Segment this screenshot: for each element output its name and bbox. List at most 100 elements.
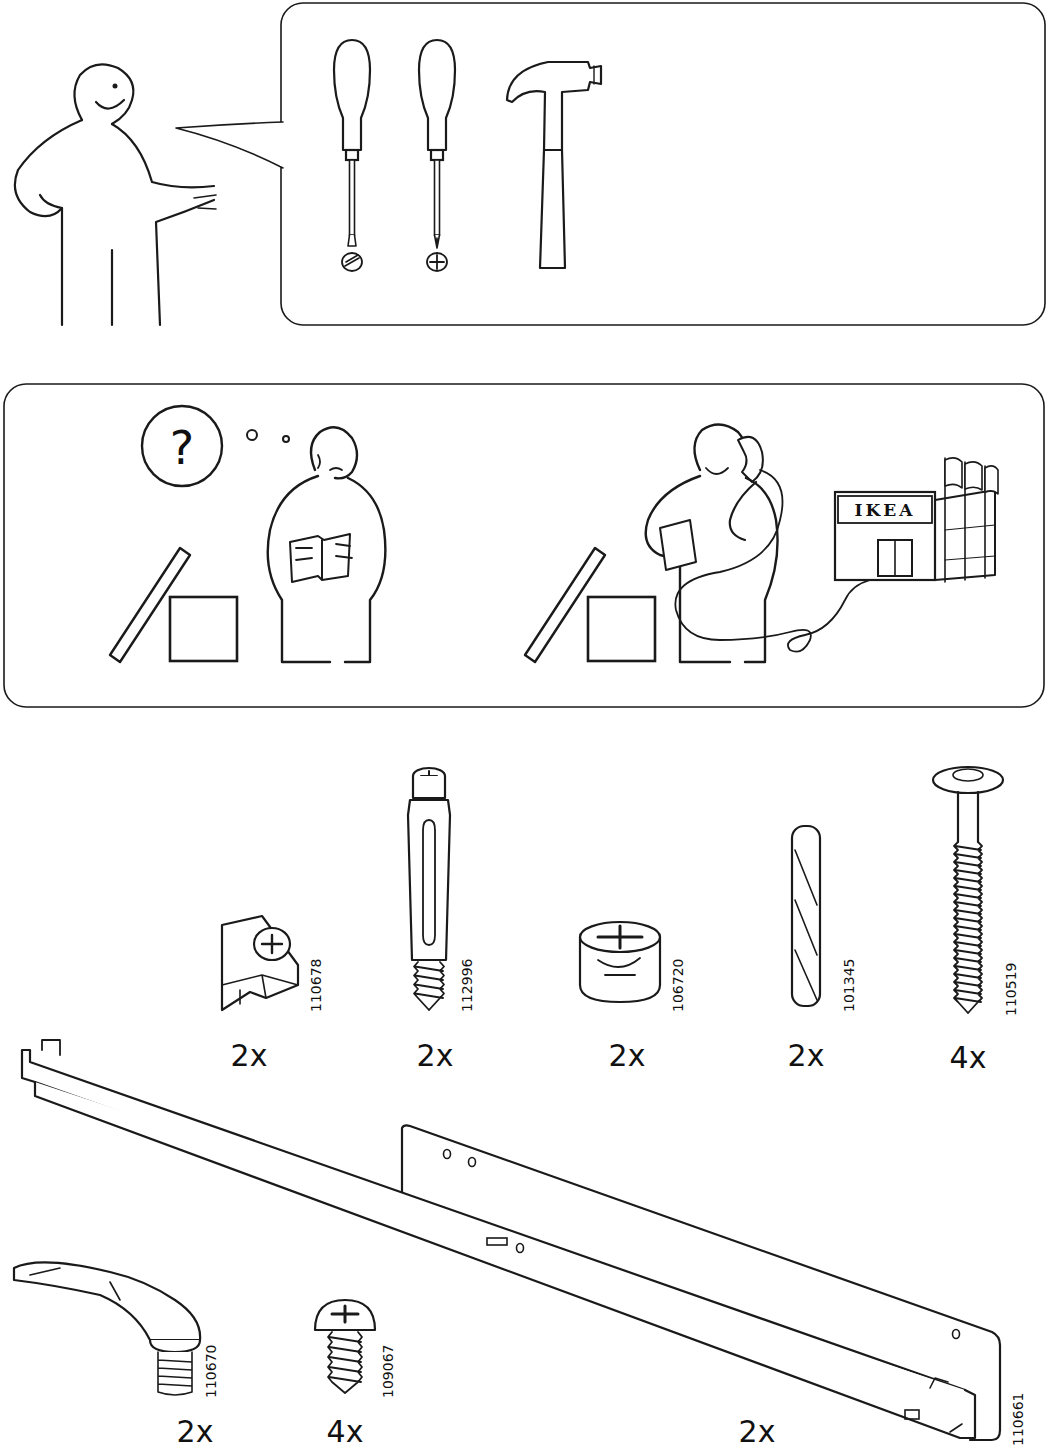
thinking-face (318, 455, 342, 470)
phone-body (646, 476, 778, 662)
phone-arm (730, 482, 756, 540)
phone-handset (738, 437, 763, 482)
rail-lower (35, 1082, 975, 1438)
slot-line (345, 255, 359, 266)
rail-slot (487, 1238, 507, 1245)
person-body (15, 120, 214, 325)
rail-hole (444, 1150, 451, 1159)
phone-face (706, 468, 728, 474)
store-sign (838, 496, 932, 523)
screwdriver-tip (435, 235, 440, 248)
quantity: 4x (327, 1417, 364, 1447)
rail-hole (517, 1244, 524, 1253)
cam-top (580, 922, 660, 952)
bolt-head (413, 776, 445, 798)
speech-pointer (176, 122, 283, 168)
cross-symbol (427, 253, 447, 271)
screw-head-dome (953, 769, 983, 781)
pan-screw-thread (328, 1332, 362, 1393)
screwdriver-shaft (350, 160, 355, 235)
cam-wedge-cross (262, 935, 282, 953)
rail-slot (905, 1410, 919, 1419)
dowel-grooves (795, 850, 817, 1000)
part-number: 101345 (842, 959, 856, 1012)
cam-wedge-screw (254, 928, 290, 960)
part-number: 109067 (381, 1345, 395, 1398)
motion-lines (194, 195, 216, 209)
cam-cross (598, 926, 642, 948)
store-door-split (894, 540, 896, 576)
person-eye (113, 84, 118, 89)
help-panel (4, 384, 1044, 707)
leveler-thread (158, 1352, 192, 1395)
quantity: 2x (177, 1417, 214, 1447)
leveler (14, 1262, 200, 1340)
leveler-detail (30, 1268, 120, 1300)
thought-dot (283, 436, 289, 442)
quantity: 2x (788, 1041, 825, 1071)
box (588, 597, 655, 661)
tools-panel (281, 3, 1045, 325)
quantity: 2x (739, 1417, 776, 1447)
manual-held (660, 520, 696, 570)
screwdriver-ferrule (346, 150, 358, 160)
thinking-hands (296, 544, 352, 560)
part-number: 110670 (204, 1345, 218, 1398)
leveler-cap (150, 1340, 200, 1352)
bolt-sleeve (408, 800, 450, 960)
thinking-head (311, 427, 357, 478)
bolt-thread (414, 962, 444, 1010)
screwdriver-tip (348, 235, 356, 246)
hammer-head (507, 62, 601, 150)
person-head (74, 64, 133, 124)
screwdriver-handle (334, 40, 370, 150)
screwdriver-shaft (435, 160, 440, 235)
dowel (792, 826, 820, 1006)
pan-screw-head (315, 1300, 375, 1330)
bolt-slot (423, 820, 435, 945)
wing-lines (945, 525, 995, 560)
quantity: 2x (231, 1041, 268, 1071)
quantity: 2x (417, 1041, 454, 1071)
rail-hole (953, 1330, 960, 1339)
part-number: 110519 (1004, 963, 1018, 1016)
slot-symbol (342, 253, 362, 271)
part-number: 106720 (671, 959, 685, 1012)
hammer-handle (540, 150, 565, 268)
cam-wedge-edge (222, 975, 298, 1004)
store-door (878, 540, 912, 576)
part-number: 110661 (1011, 1393, 1025, 1446)
question-mark: ? (170, 425, 194, 471)
pan-screw-cross (332, 1306, 358, 1322)
cross-line (430, 255, 444, 269)
thought-dot (247, 430, 257, 440)
manual (290, 534, 350, 582)
screwdriver-ferrule (431, 150, 443, 160)
part-number: 112996 (460, 959, 474, 1012)
part-number: 110678 (309, 959, 323, 1012)
person-arm-back (40, 195, 62, 208)
store-building (835, 492, 935, 580)
screw-thread (954, 842, 982, 1013)
store-sign-text: IKEA (855, 502, 916, 519)
quantity: 2x (609, 1041, 646, 1071)
question-bubble (142, 406, 222, 486)
cam-slot (598, 958, 640, 975)
screw-head (933, 767, 1003, 793)
person-face (96, 100, 124, 109)
pointer-gap (280, 124, 284, 166)
rail-end (930, 1378, 962, 1432)
flags (945, 458, 998, 494)
hammer-face (593, 66, 594, 84)
cam-wedge (222, 916, 298, 1010)
thinking-body (268, 476, 386, 662)
quantity: 4x (950, 1043, 987, 1073)
phone-head (694, 424, 747, 470)
screw-neck (958, 792, 978, 842)
rail-tab (42, 1040, 60, 1055)
screwdriver-handle (419, 40, 455, 150)
box (170, 597, 237, 661)
rail-hole (469, 1158, 476, 1167)
